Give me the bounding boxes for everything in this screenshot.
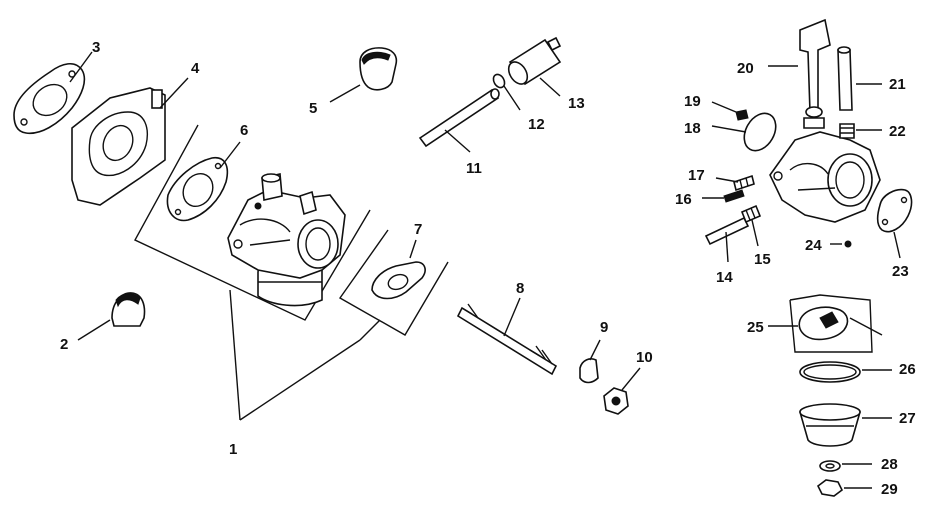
part-24-ball <box>830 240 852 248</box>
callout-7: 7 <box>414 221 422 238</box>
callout-labels: 1 2 3 4 5 6 7 8 9 10 11 12 13 14 15 16 1… <box>60 39 916 498</box>
assembly-bracket-lines <box>134 124 449 421</box>
callout-14: 14 <box>716 269 733 286</box>
callout-3: 3 <box>92 39 100 56</box>
part-21-tube <box>837 46 882 111</box>
callout-13: 13 <box>568 95 585 112</box>
callout-17: 17 <box>688 167 705 184</box>
part-17-spring <box>715 174 755 192</box>
callout-1: 1 <box>229 441 237 458</box>
part-13-filter <box>507 36 562 97</box>
part-22-spring <box>839 123 882 139</box>
part-18-diaphragm <box>711 112 777 152</box>
callout-29: 29 <box>881 481 898 498</box>
callout-5: 5 <box>309 100 317 117</box>
callout-23: 23 <box>892 263 909 280</box>
callout-16: 16 <box>675 191 692 208</box>
part-23-cover <box>876 188 913 259</box>
part-28-washer <box>819 460 872 472</box>
part-27-bowl <box>799 403 892 447</box>
callout-18: 18 <box>684 120 701 137</box>
part-6-gasket <box>166 141 241 222</box>
part-11-tube <box>418 88 500 153</box>
callout-12: 12 <box>528 116 545 133</box>
callout-20: 20 <box>737 60 754 77</box>
part-3-gasket <box>13 51 93 134</box>
carburetor-body-right <box>769 131 881 223</box>
part-9-clip <box>579 339 601 384</box>
callout-24: 24 <box>805 237 822 254</box>
callout-25: 25 <box>747 319 764 336</box>
part-4-adapter-plate <box>71 77 189 206</box>
part-15-spring <box>740 204 762 247</box>
part-10-nut <box>603 367 641 415</box>
callout-6: 6 <box>240 122 248 139</box>
part-16-screw <box>702 189 745 203</box>
part-29-nut <box>816 479 872 497</box>
callout-22: 22 <box>889 123 906 140</box>
callout-21: 21 <box>889 76 906 93</box>
part-2-block <box>77 292 146 341</box>
part-19-screw <box>711 101 749 121</box>
carburetor-body-left <box>227 173 346 307</box>
callout-28: 28 <box>881 456 898 473</box>
callout-11: 11 <box>466 160 482 177</box>
part-26-oring <box>799 361 892 383</box>
callout-19: 19 <box>684 93 701 110</box>
part-25-float <box>768 294 883 353</box>
callout-8: 8 <box>516 280 524 297</box>
callout-27: 27 <box>899 410 916 427</box>
part-14-needle <box>704 216 750 263</box>
callout-26: 26 <box>899 361 916 378</box>
callout-15: 15 <box>754 251 771 268</box>
part-12-ring <box>492 73 521 111</box>
callout-10: 10 <box>636 349 653 366</box>
callout-2: 2 <box>60 336 68 353</box>
part-8-stud <box>456 297 558 376</box>
part-5-block <box>329 47 398 103</box>
callout-9: 9 <box>600 319 608 336</box>
part-7-gasket <box>371 239 426 300</box>
callout-4: 4 <box>191 60 200 77</box>
part-20-nozzle <box>768 18 831 129</box>
